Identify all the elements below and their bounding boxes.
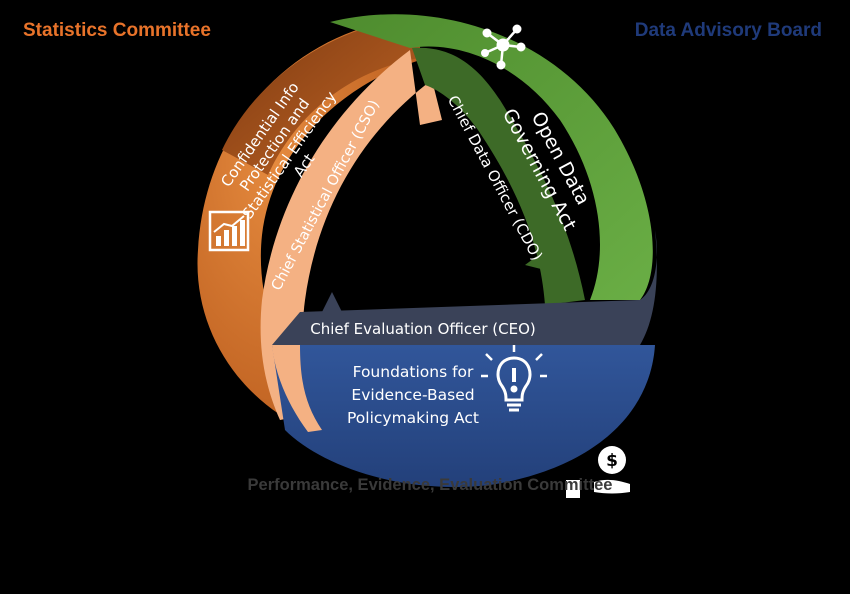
bar-chart-icon — [208, 210, 250, 252]
data-advisory-board-label: Data Advisory Board — [634, 20, 822, 41]
ceo-label: Chief Evaluation Officer (CEO) — [310, 320, 536, 338]
cdo-arrow-tip — [525, 250, 545, 270]
statistics-committee-label: Statistics Committee — [23, 20, 211, 41]
green-segment — [330, 14, 653, 300]
blue-act-line3: Policymaking Act — [347, 409, 479, 427]
money-hand-icon: $ — [566, 446, 630, 498]
orange-segment-top-band — [222, 17, 420, 175]
svg-text:$: $ — [606, 451, 618, 471]
cdo-ribbon — [412, 47, 585, 305]
network-icon — [481, 24, 526, 70]
blue-segment — [272, 345, 655, 487]
performance-committee-label: Performance, Evidence, Evaluation Commit… — [248, 476, 613, 494]
blue-act-line2: Evidence-Based — [351, 386, 474, 404]
ceo-arrow-tip — [322, 292, 342, 312]
ceo-ribbon — [272, 230, 657, 345]
lightbulb-icon — [481, 345, 547, 412]
cso-ribbon-lower — [272, 345, 322, 432]
blue-act-line1: Foundations for — [353, 363, 474, 381]
